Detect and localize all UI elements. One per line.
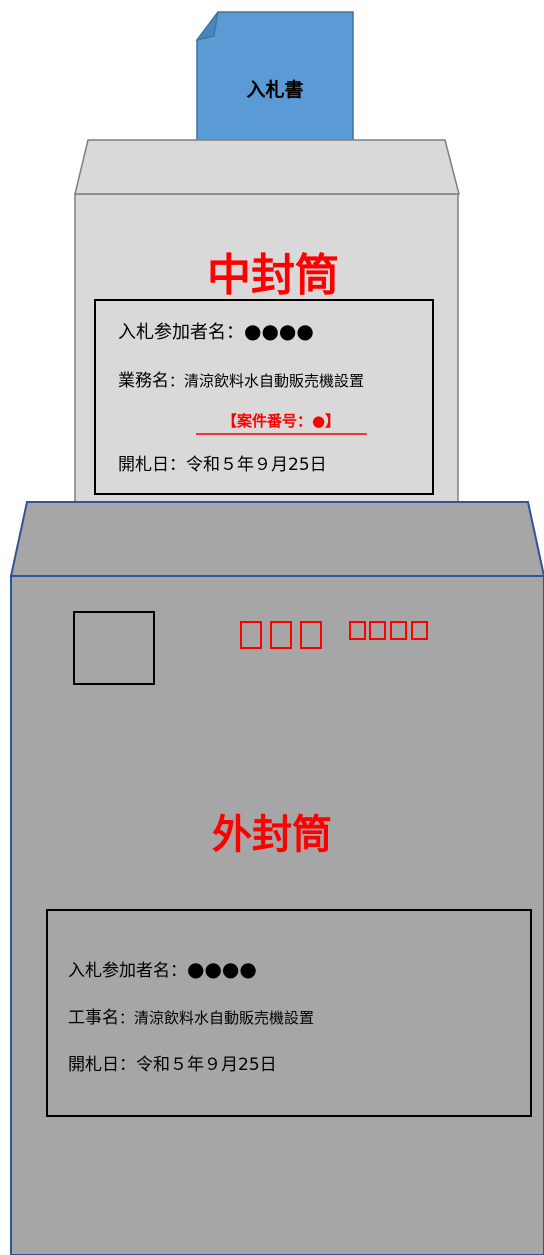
postal-box-5	[369, 621, 386, 640]
bid-document-fold	[195, 11, 219, 41]
outer-work-value: ：清涼飲料水自動販売機設置	[119, 1009, 314, 1027]
stamp-box	[73, 611, 155, 685]
inner-work-label: 業務名	[118, 371, 169, 391]
inner-envelope-flap	[74, 139, 460, 195]
bid-document-label: 入札書	[246, 78, 303, 101]
postal-code-boxes	[240, 621, 428, 649]
postal-box-6	[390, 621, 407, 640]
inner-opening-label: 開札日：	[118, 455, 186, 475]
postal-box-3	[300, 621, 322, 649]
inner-work-value: ：清涼飲料水自動販売機設置	[169, 372, 364, 390]
postal-box-1	[240, 621, 262, 649]
outer-address-box	[46, 909, 532, 1117]
outer-work-label: 工事名	[68, 1008, 119, 1028]
outer-opening-value: 令和５年９月25日	[136, 1055, 277, 1075]
inner-bidder-value: ●●●●	[244, 319, 314, 343]
inner-envelope-title: 中封筒	[207, 250, 339, 301]
inner-bidder-line: 入札参加者名：●●●●	[118, 319, 314, 343]
postal-box-7	[411, 621, 428, 640]
outer-bidder-line: 入札参加者名：●●●●	[68, 957, 257, 981]
outer-bidder-label: 入札参加者名：	[68, 961, 187, 981]
inner-opening-value: 令和５年９月25日	[186, 455, 327, 475]
outer-envelope: 外封筒 入札参加者名：●●●● 工事名：清涼飲料水自動販売機設置 開札日：令和５…	[9, 501, 544, 1255]
postal-box-4	[349, 621, 366, 640]
postal-box-2	[270, 621, 292, 649]
outer-bidder-value: ●●●●	[187, 957, 257, 981]
outer-envelope-flap	[9, 501, 544, 577]
inner-address-box	[94, 299, 434, 495]
inner-opening-line: 開札日：令和５年９月25日	[118, 455, 327, 475]
outer-opening-line: 開札日：令和５年９月25日	[68, 1055, 277, 1075]
inner-envelope: 中封筒 入札参加者名：●●●● 業務名：清涼飲料水自動販売機設置 【案件番号：●…	[74, 139, 460, 515]
outer-envelope-title: 外封筒	[212, 812, 332, 858]
outer-work-line: 工事名：清涼飲料水自動販売機設置	[68, 1008, 314, 1028]
inner-case-number: 【案件番号：●】	[222, 412, 340, 430]
bid-document: 入札書	[195, 11, 354, 151]
outer-opening-label: 開札日：	[68, 1055, 136, 1075]
inner-bidder-label: 入札参加者名：	[118, 322, 244, 343]
inner-work-line: 業務名：清涼飲料水自動販売機設置	[118, 371, 364, 391]
